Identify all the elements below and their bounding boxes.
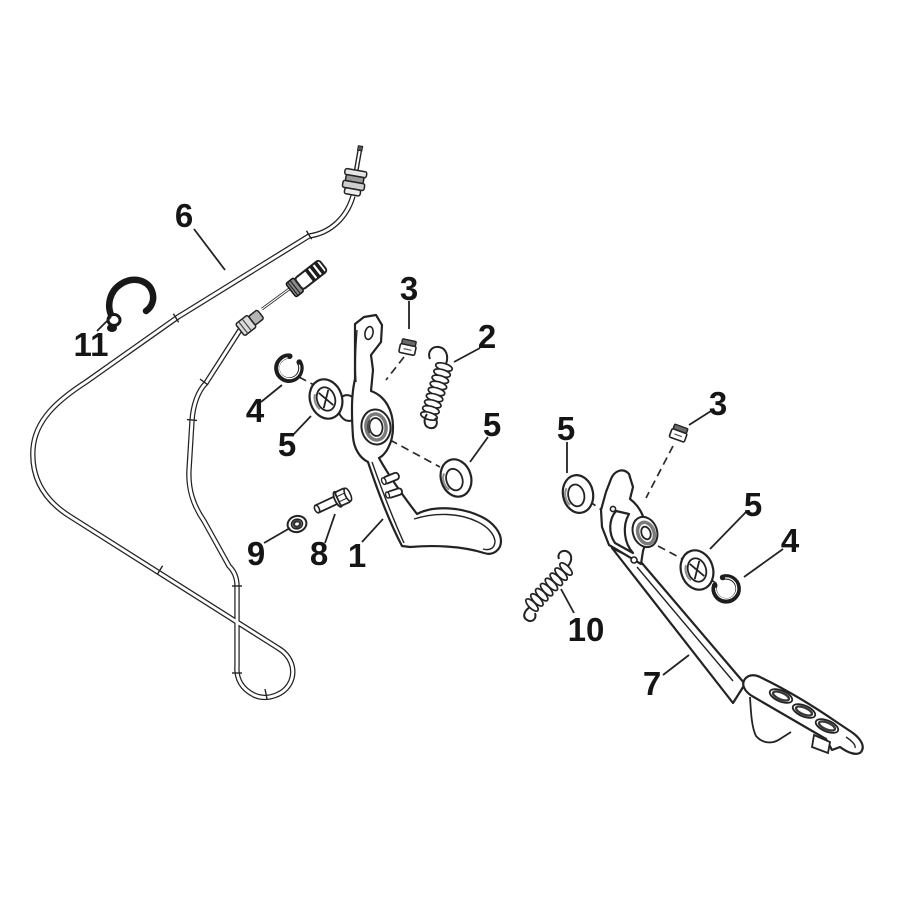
part-label-3-right: 3 [709,385,727,422]
clip-nut-3-left [397,337,419,357]
part-label-11: 11 [74,326,109,363]
cable-clip [106,276,157,332]
cable-lower-end [235,259,328,336]
part-label-5-left-outer: 5 [483,406,501,443]
washer-5-right-outer [558,471,598,517]
foot-pad [742,674,864,755]
part-label-4-right: 4 [781,522,800,559]
part-label-2: 2 [478,318,496,355]
cable-sheath-joints [156,230,313,700]
flange-nut-9 [286,514,308,534]
part-label-9: 9 [247,535,265,572]
pedal-lever-7 [599,469,864,755]
pivot-hub [360,408,392,446]
part-label-10: 10 [568,611,605,648]
callout-leaders [96,228,784,676]
part-label-3-left: 3 [400,270,418,307]
lever-peg [380,471,400,486]
clip-nut-3-right [668,422,690,444]
part-label-1: 1 [348,537,366,574]
part-label-5-right-outer: 5 [557,410,575,447]
callout-labels: 1 2 3 3 4 4 5 5 5 5 6 7 8 9 10 11 [74,197,800,702]
part-label-5-left-inner: 5 [278,426,296,463]
throttle-cable [30,145,368,701]
part-label-6: 6 [175,197,193,234]
lever-peg [384,487,403,499]
pivot-boss [631,515,659,549]
part-label-4-left: 4 [246,392,265,429]
cable-end-adjuster [341,145,368,197]
part-label-5-right-inner: 5 [744,486,762,523]
return-spring-10 [523,549,573,623]
washer-5-left-outer [434,454,478,502]
bolt-8 [313,487,353,514]
e-clip-4-left [272,350,307,385]
part-label-7: 7 [643,665,661,702]
part-label-8: 8 [310,535,328,572]
grip-pads [768,688,840,734]
pedal-lever-1 [336,313,503,555]
return-spring-2 [419,345,454,430]
